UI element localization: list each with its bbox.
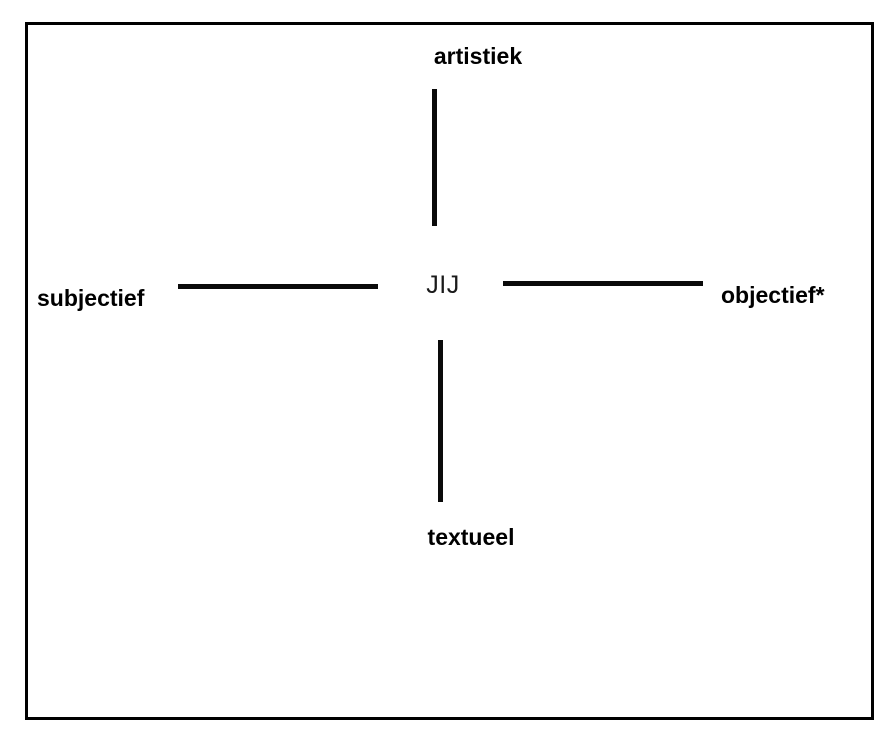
axis-line-down [438, 340, 443, 502]
pole-label-bottom: textueel [427, 524, 515, 550]
pole-label-left: subjectief [37, 285, 145, 311]
axis-line-up [432, 89, 437, 226]
pole-label-right: objectief* [721, 282, 825, 308]
pole-label-top: artistiek [433, 43, 523, 69]
diagram-frame: artistiek subjectief objectief* textueel… [25, 22, 874, 720]
axis-line-left [178, 284, 378, 289]
axis-line-right [503, 281, 703, 286]
diagram-canvas: artistiek subjectief objectief* textueel… [28, 25, 871, 717]
center-label: JIJ [426, 271, 460, 299]
